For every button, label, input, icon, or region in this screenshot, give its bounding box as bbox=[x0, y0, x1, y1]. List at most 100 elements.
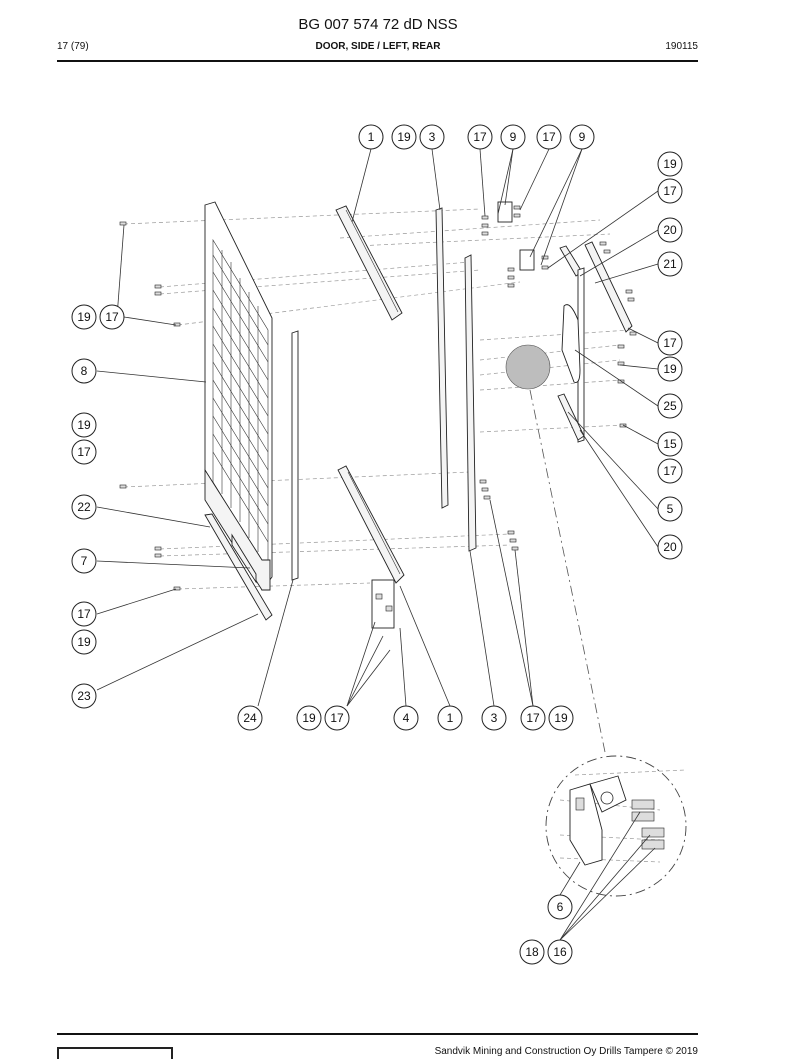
callout-17-right-c: 17 bbox=[657, 458, 683, 484]
callout-label: 19 bbox=[77, 635, 91, 649]
callout-label: 19 bbox=[554, 711, 568, 725]
callout-label: 17 bbox=[663, 336, 677, 350]
beam-edge-bottom bbox=[347, 471, 401, 575]
callout-label: 20 bbox=[663, 223, 677, 237]
callout-label: 19 bbox=[663, 362, 677, 376]
document-title: BG 007 574 72 dD NSS bbox=[298, 16, 458, 33]
beam-edge-top bbox=[345, 209, 399, 313]
brand-logo bbox=[57, 1047, 173, 1059]
callout-7: 7 bbox=[71, 548, 97, 574]
beam-part-1-bottom bbox=[337, 465, 405, 584]
callout-22: 22 bbox=[71, 494, 97, 520]
callout-17-top-b: 17 bbox=[536, 124, 562, 150]
callout-label: 7 bbox=[81, 554, 88, 568]
callout-25: 25 bbox=[657, 393, 683, 419]
callout-label: 18 bbox=[525, 945, 539, 959]
callout-label: 1 bbox=[368, 130, 375, 144]
callout-19-left-c: 19 bbox=[71, 629, 97, 655]
callout-label: 19 bbox=[302, 711, 316, 725]
callout-19-right-b: 19 bbox=[657, 356, 683, 382]
callout-17-left-b: 17 bbox=[71, 439, 97, 465]
callout-label: 21 bbox=[663, 257, 677, 271]
callout-6: 6 bbox=[547, 894, 573, 920]
callout-1-top: 1 bbox=[358, 124, 384, 150]
callout-label: 1 bbox=[447, 711, 454, 725]
callout-label: 15 bbox=[663, 437, 677, 451]
callout-label: 19 bbox=[663, 157, 677, 171]
callout-17-left-a: 17 bbox=[99, 304, 125, 330]
callout-label: 17 bbox=[77, 445, 91, 459]
callout-label: 23 bbox=[77, 689, 91, 703]
callout-label: 6 bbox=[557, 900, 564, 914]
callout-label: 17 bbox=[526, 711, 540, 725]
callout-label: 9 bbox=[579, 130, 586, 144]
callout-label: 17 bbox=[663, 464, 677, 478]
callout-19-right-a: 19 bbox=[657, 151, 683, 177]
callout-20-right-a: 20 bbox=[657, 217, 683, 243]
callout-20-right-b: 20 bbox=[657, 534, 683, 560]
hinge-detail-view bbox=[529, 389, 687, 897]
callout-18: 18 bbox=[519, 939, 545, 965]
callout-label: 8 bbox=[81, 364, 88, 378]
callout-4: 4 bbox=[393, 705, 419, 731]
callout-label: 9 bbox=[510, 130, 517, 144]
fastener-bolts bbox=[119, 221, 637, 591]
callout-17-top-a: 17 bbox=[467, 124, 493, 150]
callout-16: 16 bbox=[547, 939, 573, 965]
callout-8: 8 bbox=[71, 358, 97, 384]
callout-3-bottom: 3 bbox=[481, 705, 507, 731]
callout-17-bottom-b: 17 bbox=[520, 705, 546, 731]
callout-label: 19 bbox=[77, 310, 91, 324]
callout-23: 23 bbox=[71, 683, 97, 709]
callout-label: 25 bbox=[663, 399, 677, 413]
callout-label: 19 bbox=[397, 130, 411, 144]
profile-part-3-right bbox=[464, 254, 477, 552]
callout-numbers: 1 19 3 17 9 17 9 19 17 20 21 19 17 8 17 … bbox=[71, 124, 683, 965]
beam-part-1-top bbox=[335, 205, 403, 321]
callout-21: 21 bbox=[657, 251, 683, 277]
rail-part-21 bbox=[584, 241, 633, 333]
callout-label: 16 bbox=[553, 945, 567, 959]
profile-part-3-left bbox=[435, 207, 449, 509]
callout-17-right-b: 17 bbox=[657, 330, 683, 356]
callout-label: 17 bbox=[105, 310, 119, 324]
callout-label: 17 bbox=[663, 184, 677, 198]
callout-label: 3 bbox=[429, 130, 436, 144]
callout-label: 17 bbox=[330, 711, 344, 725]
callout-label: 17 bbox=[473, 130, 487, 144]
callout-17-bottom-a: 17 bbox=[324, 705, 350, 731]
page-number: 17 (79) bbox=[57, 41, 89, 52]
hinge-part-9-lower bbox=[507, 249, 549, 288]
callout-15: 15 bbox=[657, 431, 683, 457]
callout-9-top-b: 9 bbox=[569, 124, 595, 150]
callout-label: 24 bbox=[243, 711, 257, 725]
callout-17-right-a: 17 bbox=[657, 178, 683, 204]
lock-part-4 bbox=[371, 579, 395, 629]
callout-label: 5 bbox=[667, 502, 674, 516]
door-frame-part-8 bbox=[204, 201, 273, 591]
callout-17-left-c: 17 bbox=[71, 601, 97, 627]
callout-1-bottom: 1 bbox=[437, 705, 463, 731]
callout-24: 24 bbox=[237, 705, 263, 731]
detail-marker bbox=[505, 344, 551, 390]
seal-strip-part-24 bbox=[291, 330, 299, 581]
callout-19-left-a: 19 bbox=[71, 304, 97, 330]
callout-label: 17 bbox=[542, 130, 556, 144]
callout-label: 3 bbox=[491, 711, 498, 725]
callout-19-bottom-a: 19 bbox=[296, 705, 322, 731]
callout-3-top: 3 bbox=[419, 124, 445, 150]
section-title: DOOR, SIDE / LEFT, REAR bbox=[315, 41, 441, 52]
hinge-part-9-upper bbox=[481, 201, 521, 236]
document-date: 190115 bbox=[665, 41, 698, 52]
callout-5: 5 bbox=[657, 496, 683, 522]
header-rule bbox=[57, 60, 698, 62]
callout-9-top-a: 9 bbox=[500, 124, 526, 150]
callout-label: 19 bbox=[77, 418, 91, 432]
callout-19-left-b: 19 bbox=[71, 412, 97, 438]
footer-copyright: Sandvik Mining and Construction Oy Drill… bbox=[434, 1046, 698, 1057]
rail-part-23 bbox=[204, 513, 273, 621]
frame-part-20 bbox=[577, 267, 585, 443]
callout-19-top: 19 bbox=[391, 124, 417, 150]
callout-label: 20 bbox=[663, 540, 677, 554]
